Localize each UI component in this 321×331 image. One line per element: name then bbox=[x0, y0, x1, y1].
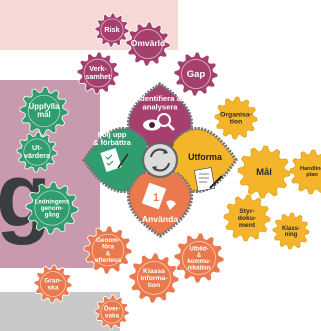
gear-inner-ring bbox=[181, 59, 211, 89]
gear-label: Styr-doku-ment bbox=[238, 208, 257, 229]
gear-shape bbox=[214, 96, 258, 140]
leaf-identify: Identifiera &analysera bbox=[126, 82, 194, 148]
gear-inner-ring bbox=[23, 138, 51, 166]
eye-magnifier-icon bbox=[143, 113, 175, 131]
gear-overvaka: Över-vaka bbox=[94, 294, 130, 330]
gear-label: Handlingplan bbox=[300, 167, 321, 179]
gear-shape bbox=[25, 181, 79, 235]
gear-genomfora: Genom-föra&efterleva bbox=[83, 225, 133, 275]
leaf-shape bbox=[174, 130, 233, 190]
gear-shape bbox=[173, 51, 219, 97]
gear-shape bbox=[237, 145, 291, 199]
svg-text:1: 1 bbox=[153, 192, 159, 204]
gear-label: Risk bbox=[104, 25, 119, 34]
gear-risk: Risk bbox=[94, 12, 130, 48]
leaf-label: Utforma bbox=[188, 152, 222, 162]
leaf-use: Använda 1 bbox=[126, 172, 194, 238]
gear-omvarld: Omvärld bbox=[125, 21, 171, 67]
gear-label: Genom-föra&efterleva bbox=[95, 237, 122, 264]
gear-label: Över-vaka bbox=[104, 303, 121, 319]
gear-label: Mål bbox=[256, 167, 272, 178]
gear-label: Gran-ska bbox=[44, 277, 62, 291]
gear-shape bbox=[33, 264, 73, 304]
gear-mal: Mål bbox=[237, 145, 291, 199]
center-hub bbox=[141, 141, 179, 179]
gear-shape bbox=[128, 252, 180, 304]
document-hand-icon: 1 bbox=[141, 182, 176, 210]
gear-styrdokument: Styr-doku-ment bbox=[223, 194, 271, 242]
gear-handlingsplan: Handlingplan bbox=[289, 149, 321, 195]
gear-label: Gap bbox=[187, 69, 206, 80]
gear-verksamhet: Verk-samhet bbox=[76, 51, 120, 95]
gear-inner-ring bbox=[40, 271, 66, 297]
gear-label: Utbild-&kommu-nikation bbox=[187, 246, 211, 271]
leaf-follow: Följ upp& förbättra bbox=[82, 126, 148, 194]
gear-shape bbox=[125, 21, 171, 67]
gear-inner-ring bbox=[100, 300, 124, 324]
refresh-arrows-icon bbox=[150, 148, 170, 172]
gear-shape bbox=[94, 12, 130, 48]
gear-inner-ring bbox=[34, 190, 70, 226]
document-pen-icon bbox=[194, 167, 223, 192]
gear-gap: Gap bbox=[173, 51, 219, 97]
gear-label: Ut-värdera bbox=[24, 143, 51, 160]
leaf-label: Följ upp& förbättra bbox=[93, 130, 132, 147]
gear-shape bbox=[16, 131, 58, 173]
leaf-label: Använda bbox=[142, 214, 179, 224]
gear-shape bbox=[272, 212, 310, 250]
gear-shape bbox=[76, 51, 120, 95]
gear-label: Verk-samhet bbox=[85, 64, 111, 81]
checklist-pen-icon bbox=[100, 148, 129, 172]
gear-label: Omvärld bbox=[131, 38, 166, 48]
gear-shape bbox=[173, 232, 225, 284]
leaf-design: Utforma bbox=[172, 126, 238, 194]
gear-organisation: Organisa-tion bbox=[214, 96, 258, 140]
gear-shape bbox=[289, 149, 321, 195]
gear-inner-ring bbox=[137, 261, 171, 295]
gear-inner-ring bbox=[182, 241, 216, 275]
gear-utbildning: Utbild-&kommu-nikation bbox=[173, 232, 225, 284]
gear-inner-ring bbox=[27, 94, 61, 128]
gear-shape bbox=[94, 294, 130, 330]
leaf-label: Identifiera &analysera bbox=[138, 94, 182, 111]
gear-klassning: Klass-ning bbox=[272, 212, 310, 250]
gear-shape bbox=[83, 225, 133, 275]
gear-utvardera: Ut-värdera bbox=[16, 131, 58, 173]
gear-label: Klass-ning bbox=[282, 225, 300, 237]
gear-shape bbox=[223, 194, 271, 242]
gear-granska: Gran-ska bbox=[33, 264, 73, 304]
gear-inner-ring bbox=[91, 233, 125, 267]
center-layer bbox=[141, 141, 179, 179]
gear-inner-ring bbox=[83, 58, 113, 88]
gear-shape bbox=[19, 86, 69, 136]
gear-label: Organisa-tion bbox=[220, 111, 252, 125]
gear-inner-ring bbox=[133, 29, 163, 59]
gear-inner-ring bbox=[100, 18, 124, 42]
